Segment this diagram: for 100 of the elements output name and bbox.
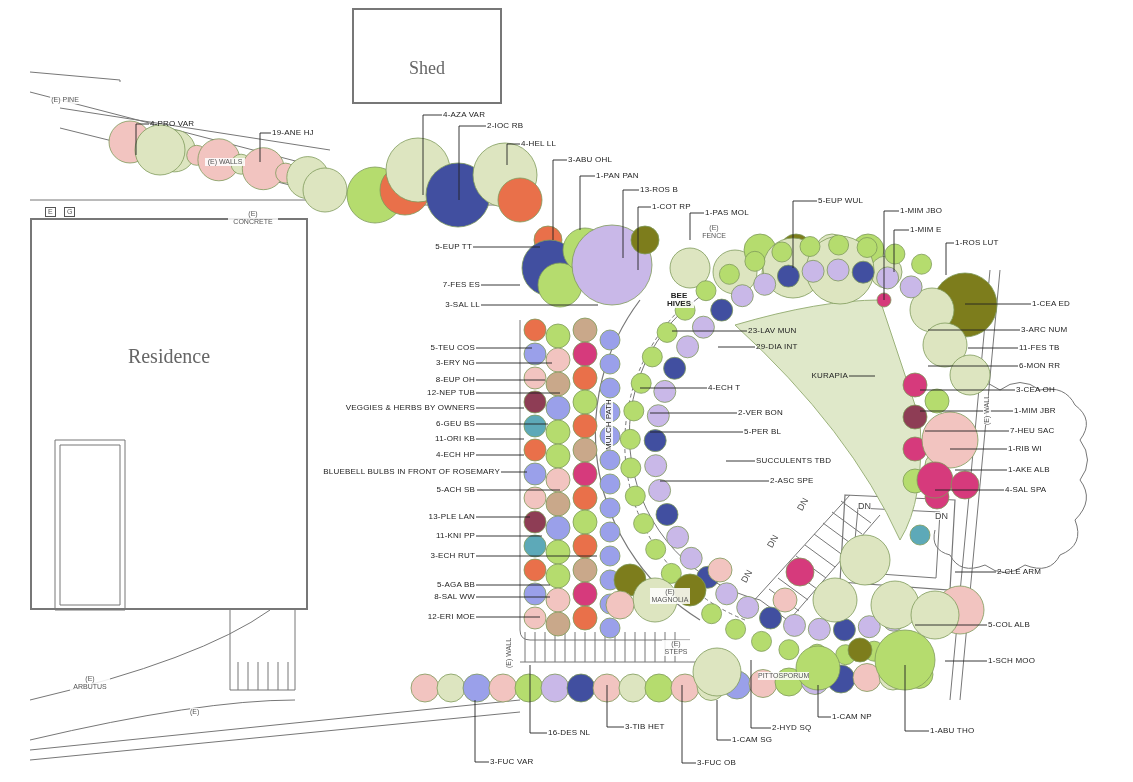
plant-label: 2-ASC SPE [770, 476, 814, 486]
leader-line [475, 616, 541, 618]
plant-label: 1-MIM JBO [900, 206, 943, 216]
leader-line [659, 480, 770, 482]
plant-label: 1-RIB WI [1008, 444, 1043, 454]
leader-line [964, 303, 1032, 305]
plant-label: 8-EUP OH [435, 375, 475, 385]
leader-line [474, 699, 490, 763]
plant-label: 13-PLE LAN [428, 512, 475, 522]
plant-label: 3-FUC OB [697, 758, 736, 768]
plant-label: 1-AKE ALB [1008, 465, 1050, 475]
leader-line [500, 471, 528, 473]
planting-note: VEGGIES & HERBS BY OWNERS [345, 403, 475, 413]
leader-line [529, 664, 548, 734]
leader-line [649, 431, 744, 433]
plant-label: 11-ORI KB [435, 434, 475, 444]
leader-line [135, 123, 150, 156]
plant-label: 3-ABU OHL [568, 155, 613, 165]
leader-line [944, 660, 988, 662]
leader-line [689, 212, 705, 241]
leader-line [649, 412, 738, 414]
plant-label: 1-ABU THO [930, 726, 975, 736]
plant-label: 6-GEU BS [436, 419, 475, 429]
leader-line [475, 362, 553, 364]
leader-line [919, 410, 1014, 412]
plant-label: 4-ECH HP [436, 450, 475, 460]
plant-label: 8-SAL WW [434, 592, 475, 602]
plant-label: 19-ANE HJ [272, 128, 314, 138]
leader-line [893, 229, 910, 273]
leader-line [924, 430, 1010, 432]
plant-label: 1-MIM E [910, 225, 942, 235]
plant-label: 4-AZA VAR [443, 110, 486, 120]
leader-line [422, 114, 443, 196]
planting-note: SUCCULENTS TBD [756, 456, 832, 466]
building-label: Residence [126, 345, 212, 368]
leader-line [904, 664, 930, 732]
leader-line [945, 242, 955, 276]
plant-label: 2-IOC RB [487, 121, 524, 131]
leader-line [475, 535, 543, 537]
plant-label: 4-SAL SPA [1005, 485, 1047, 495]
leader-line [792, 200, 818, 269]
plant-label: 11-KNI PP [436, 531, 475, 541]
leader-line [475, 347, 533, 349]
leader-line [606, 684, 625, 728]
leader-line [934, 489, 1005, 491]
plant-label: 7-HEU SAC [1010, 426, 1055, 436]
leader-line [480, 284, 521, 286]
path-label: MULCH PATH [605, 399, 613, 450]
plant-label: 6-MON RR [1019, 361, 1061, 371]
plant-label: 11-FES TB [1019, 343, 1060, 353]
leader-line [475, 584, 551, 586]
leader-line [475, 423, 549, 425]
plant-label: 12-NEP TUB [427, 388, 475, 398]
plant-label: 1-ROS LUT [955, 238, 999, 248]
shed-building [352, 8, 502, 104]
plant-label: 7-FES ES [442, 280, 480, 290]
plant-label: 3-ECH RUT [430, 551, 475, 561]
plant-label: 1-MIM JBR [1014, 406, 1056, 416]
plant-label: 12-ERI MOE [427, 612, 475, 622]
leader-line [883, 210, 900, 301]
leader-line [639, 387, 708, 389]
plant-label: 23-LAV MUN [748, 326, 797, 336]
plant-label: 3-ARC NUM [1021, 325, 1068, 335]
stair-direction-label: DN [935, 512, 948, 520]
plant-label: 13-ROS B [640, 185, 679, 195]
plant-label: 5-TEU COS [430, 343, 475, 353]
leader-line [949, 448, 1008, 450]
feature-label: BEE HIVES [664, 292, 694, 308]
leader-line [927, 329, 1021, 331]
plant-label: 2-HYD SQ [772, 723, 812, 733]
plant-label: 1-CAM NP [832, 712, 872, 722]
building-label: Shed [408, 58, 446, 79]
plant-label: 3-FUC VAR [490, 757, 534, 767]
plant-label: 1-COT RP [652, 202, 691, 212]
leader-line [475, 555, 598, 557]
leader-line [480, 304, 599, 306]
leader-line [817, 684, 832, 718]
plant-label: 5-PER BL [744, 427, 782, 437]
planting-note: KURAPIA [811, 371, 848, 381]
leader-line [914, 624, 988, 626]
plant-label: 3-CEA OH [1016, 385, 1055, 395]
leader-line [475, 596, 551, 598]
plant-label: 5-AGA BB [436, 580, 475, 590]
leader-line [506, 143, 521, 166]
plant-label: 4-HEL LL [521, 139, 557, 149]
plant-label: 5-ACH SB [436, 485, 475, 495]
leader-line [622, 189, 640, 259]
plant-label: 16-DES NL [548, 728, 591, 738]
leader-line [954, 469, 1008, 471]
stair-direction-label: DN [796, 496, 810, 512]
leader-line [725, 460, 756, 462]
plant-label: 3-ERY NG [435, 358, 475, 368]
leader-line [475, 438, 525, 440]
leader-line [475, 407, 525, 409]
leader-line [681, 684, 697, 764]
plant-label: 1-CEA ED [1032, 299, 1071, 309]
leader-line [476, 489, 561, 491]
plant-label: 2-VER BON [738, 408, 783, 418]
leader-line [671, 330, 748, 332]
leader-line [475, 379, 546, 381]
